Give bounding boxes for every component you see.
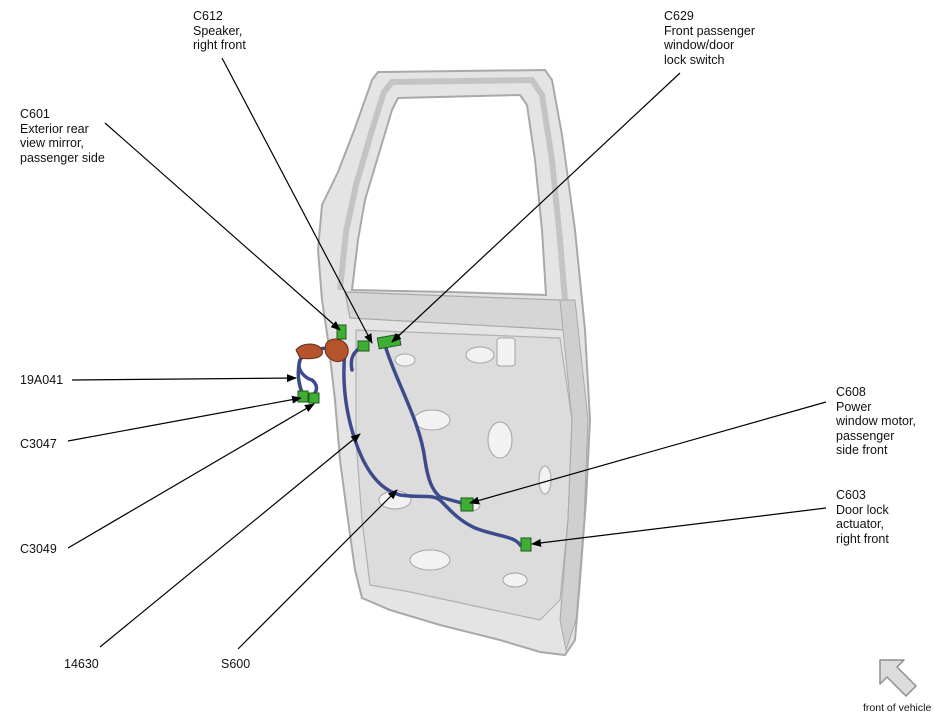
label-14630: 14630 (64, 657, 99, 671)
leader-c612 (221, 57, 373, 344)
window-opening (350, 93, 548, 297)
connector-c3047 (297, 390, 309, 403)
leader-19a041 (71, 374, 297, 383)
leader-c3049 (67, 403, 315, 549)
label-c629: C629 Front passenger window/door lock sw… (664, 9, 756, 67)
leader-c608 (469, 401, 827, 505)
leader-c629 (391, 72, 681, 343)
connector-c3049 (308, 392, 320, 404)
label-19a041: 19A041 (20, 373, 64, 387)
leader-c601 (104, 122, 341, 331)
connector-mirror-grommet (324, 338, 349, 363)
connector-19a041 (295, 343, 323, 360)
window-frame-bevel (337, 76, 568, 301)
label-c601: C601 Exterior rear view mirror, passenge… (20, 107, 105, 165)
label-s600: S600 (221, 657, 251, 671)
harness-branch-switch (383, 343, 442, 499)
label-c608: C608 Power window motor, passenger side … (836, 385, 916, 457)
connector-c601 (336, 324, 347, 340)
leader-c603 (531, 507, 827, 547)
door-edge-strip (559, 299, 589, 652)
connector-c608 (460, 497, 474, 512)
inner-recess (355, 329, 573, 621)
connector-c612 (357, 340, 370, 352)
leader-s600 (237, 489, 398, 650)
connector-c603 (520, 537, 532, 552)
door-panel (316, 68, 592, 657)
label-c612: C612 Speaker, right front (193, 9, 246, 52)
leader-14630 (99, 433, 361, 648)
harness-main-trunk (342, 348, 522, 547)
leader-c3047 (67, 395, 302, 442)
label-c3047: C3047 (20, 437, 57, 451)
front-of-vehicle-label: front of vehicle (863, 702, 932, 714)
label-c3049: C3049 (20, 542, 57, 556)
label-c603: C603 Door lock actuator, right front (836, 488, 889, 546)
leader-lines (67, 57, 827, 650)
arrow-up-left-icon (879, 659, 917, 697)
